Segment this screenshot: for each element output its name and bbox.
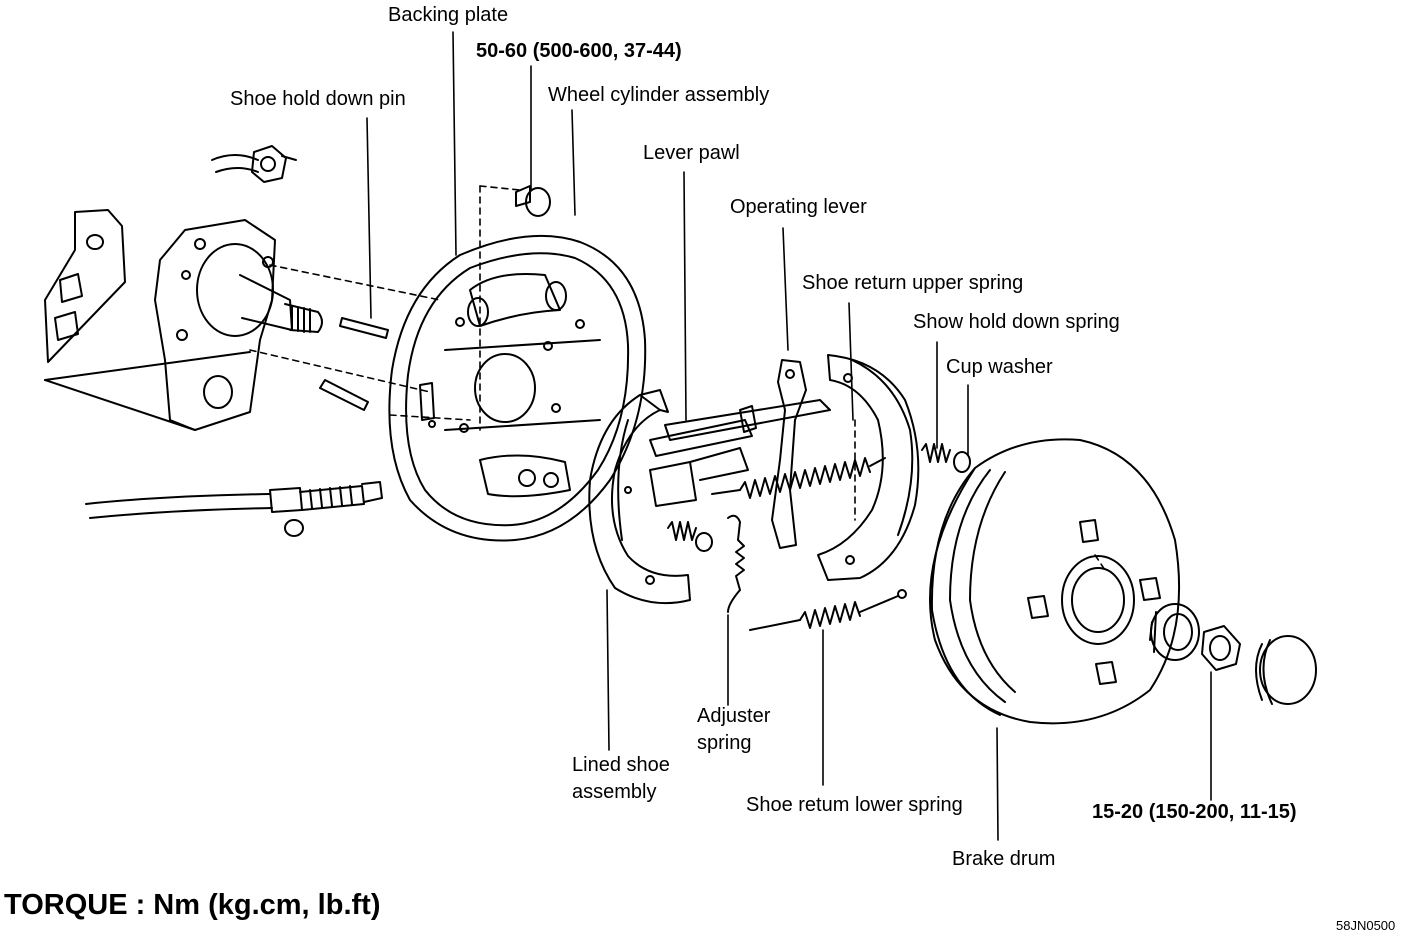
hub-nut-and-cap (1150, 604, 1316, 704)
lined-shoe-rear (818, 355, 918, 580)
wheel-cylinder-label: Wheel cylinder assembly (548, 84, 770, 106)
brake-drum (930, 439, 1179, 723)
torque-top-label: 50-60 (500-600, 37-44) (476, 40, 682, 62)
shoe-hold-down-pins (320, 318, 388, 410)
figure-code: 58JN0500 (1336, 918, 1396, 933)
backing-plate-label: Backing plate (388, 4, 509, 26)
shoe-return-lower-spring-label: Shoe retum lower spring (746, 794, 963, 816)
adjuster-lever-pawl (650, 400, 830, 506)
brake-drum-label: Brake drum (952, 848, 1056, 870)
shoe-return-upper-spring-label: Shoe return upper spring (802, 272, 1024, 294)
adjuster-spring-label: Adjuster spring (697, 705, 771, 754)
lined-shoe-assembly-label: Lined shoe assembly (572, 754, 670, 803)
parking-cable (86, 482, 382, 536)
torque-bottom-label: 15-20 (150-200, 11-15) (1092, 801, 1297, 823)
brake-line-fitting (212, 146, 296, 182)
lined-shoe-front (589, 390, 752, 603)
lever-pawl-label: Lever pawl (643, 142, 740, 164)
leader-lines (250, 32, 1211, 840)
backing-plate (389, 236, 645, 541)
shoe-hold-down-pin-label: Shoe hold down pin (230, 88, 406, 110)
operating-lever-label: Operating lever (730, 196, 867, 218)
show-hold-down-spring-label: Show hold down spring (913, 311, 1120, 333)
knuckle-bracket (45, 210, 250, 430)
operating-lever (772, 360, 806, 548)
torque-legend: TORQUE : Nm (kg.cm, lb.ft) (4, 889, 381, 921)
springs (668, 444, 970, 630)
hub-spindle (155, 220, 322, 430)
cup-washer-label: Cup washer (946, 356, 1053, 378)
wheel-cylinder-bolt (516, 186, 550, 216)
